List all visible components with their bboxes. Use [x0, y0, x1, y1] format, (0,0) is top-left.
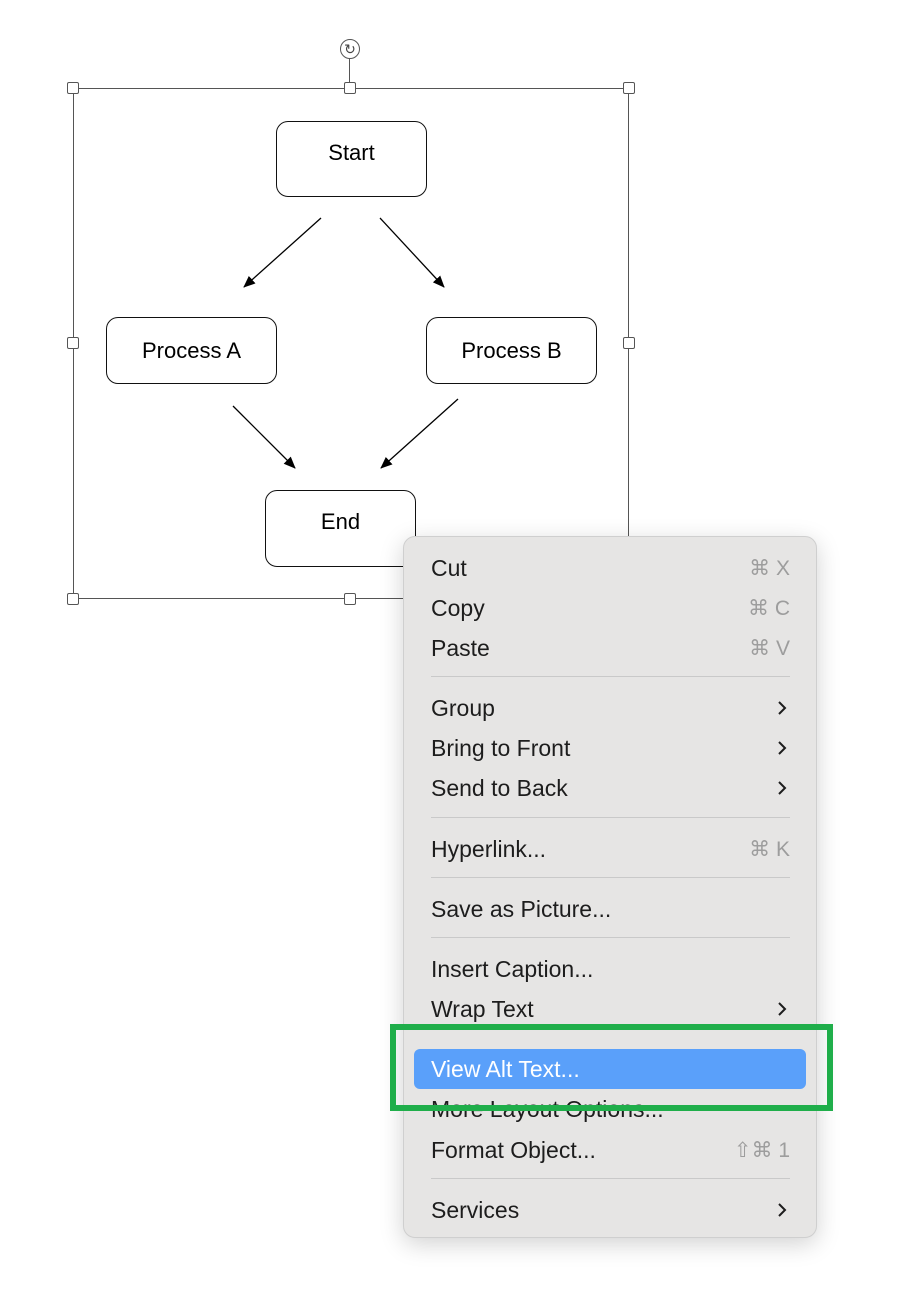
menu-item-label: Group	[431, 694, 495, 721]
menu-separator	[431, 1178, 790, 1179]
menu-item-copy[interactable]: Copy ⌘ C	[431, 589, 790, 627]
menu-item-wrap-text[interactable]: Wrap Text	[431, 990, 790, 1028]
resize-handle-top-right[interactable]	[623, 82, 635, 94]
menu-separator	[431, 817, 790, 818]
menu-item-bring-to-front[interactable]: Bring to Front	[431, 729, 790, 767]
chevron-right-icon	[778, 741, 787, 755]
menu-item-label: Wrap Text	[431, 995, 534, 1022]
resize-handle-bottom-left[interactable]	[67, 593, 79, 605]
node-end[interactable]: End	[265, 490, 416, 567]
menu-separator	[431, 937, 790, 938]
shortcut-label: ⌘ C	[748, 596, 790, 620]
menu-item-save-as-picture[interactable]: Save as Picture...	[431, 890, 790, 928]
menu-item-label: Services	[431, 1196, 520, 1223]
menu-item-hyperlink[interactable]: Hyperlink... ⌘ K	[431, 830, 790, 868]
menu-highlight	[414, 1049, 806, 1089]
chevron-right-icon	[778, 1203, 787, 1217]
node-process-b-label: Process B	[461, 337, 562, 363]
menu-item-label: Bring to Front	[431, 734, 571, 761]
resize-handle-right[interactable]	[623, 337, 635, 349]
menu-item-label: View Alt Text...	[431, 1055, 580, 1082]
shortcut-label: ⇧⌘ 1	[733, 1138, 790, 1162]
rotation-handle-stem	[349, 57, 350, 88]
menu-item-insert-caption[interactable]: Insert Caption...	[431, 950, 790, 988]
menu-separator	[431, 877, 790, 878]
menu-item-label: Paste	[431, 634, 490, 661]
menu-item-cut[interactable]: Cut ⌘ X	[431, 549, 790, 587]
menu-item-label: Copy	[431, 594, 485, 621]
annotation-highlight-box	[390, 1024, 833, 1111]
menu-item-view-alt-text[interactable]: View Alt Text...	[431, 1050, 790, 1088]
menu-item-paste[interactable]: Paste ⌘ V	[431, 629, 790, 667]
menu-item-label: Hyperlink...	[431, 835, 547, 862]
resize-handle-top-left[interactable]	[67, 82, 79, 94]
context-menu: Cut ⌘ X Copy ⌘ C Paste ⌘ V Group Bring t…	[403, 536, 817, 1238]
arrow-process-b-to-end	[380, 398, 459, 469]
menu-item-label: Insert Caption...	[431, 955, 594, 982]
menu-item-label: Cut	[431, 554, 467, 581]
resize-handle-top[interactable]	[344, 82, 356, 94]
menu-item-label: Send to Back	[431, 774, 568, 801]
arrow-start-to-process-a	[243, 217, 322, 288]
menu-item-services[interactable]: Services	[431, 1191, 790, 1229]
rotate-icon[interactable]: ↻	[340, 39, 360, 59]
node-end-label: End	[320, 509, 361, 534]
resize-handle-bottom[interactable]	[344, 593, 356, 605]
arrow-start-to-process-b	[379, 217, 445, 288]
shortcut-label: ⌘ V	[749, 636, 790, 660]
node-process-b[interactable]: Process B	[426, 317, 597, 384]
menu-item-format-object[interactable]: Format Object... ⇧⌘ 1	[431, 1131, 790, 1169]
shortcut-label: ⌘ K	[749, 837, 790, 861]
node-start-label: Start	[328, 140, 375, 165]
node-process-a-label: Process A	[141, 337, 242, 363]
menu-separator	[431, 676, 790, 677]
chevron-right-icon	[778, 701, 787, 715]
chevron-right-icon	[778, 781, 787, 795]
menu-item-group[interactable]: Group	[431, 689, 790, 727]
shortcut-label: ⌘ X	[749, 556, 790, 580]
node-start[interactable]: Start	[276, 121, 427, 197]
resize-handle-left[interactable]	[67, 337, 79, 349]
arrow-process-a-to-end	[232, 405, 296, 469]
menu-item-send-to-back[interactable]: Send to Back	[431, 769, 790, 807]
chevron-right-icon	[778, 1002, 787, 1016]
menu-item-label: Format Object...	[431, 1136, 596, 1163]
node-process-a[interactable]: Process A	[106, 317, 277, 384]
menu-item-label: Save as Picture...	[431, 895, 612, 922]
